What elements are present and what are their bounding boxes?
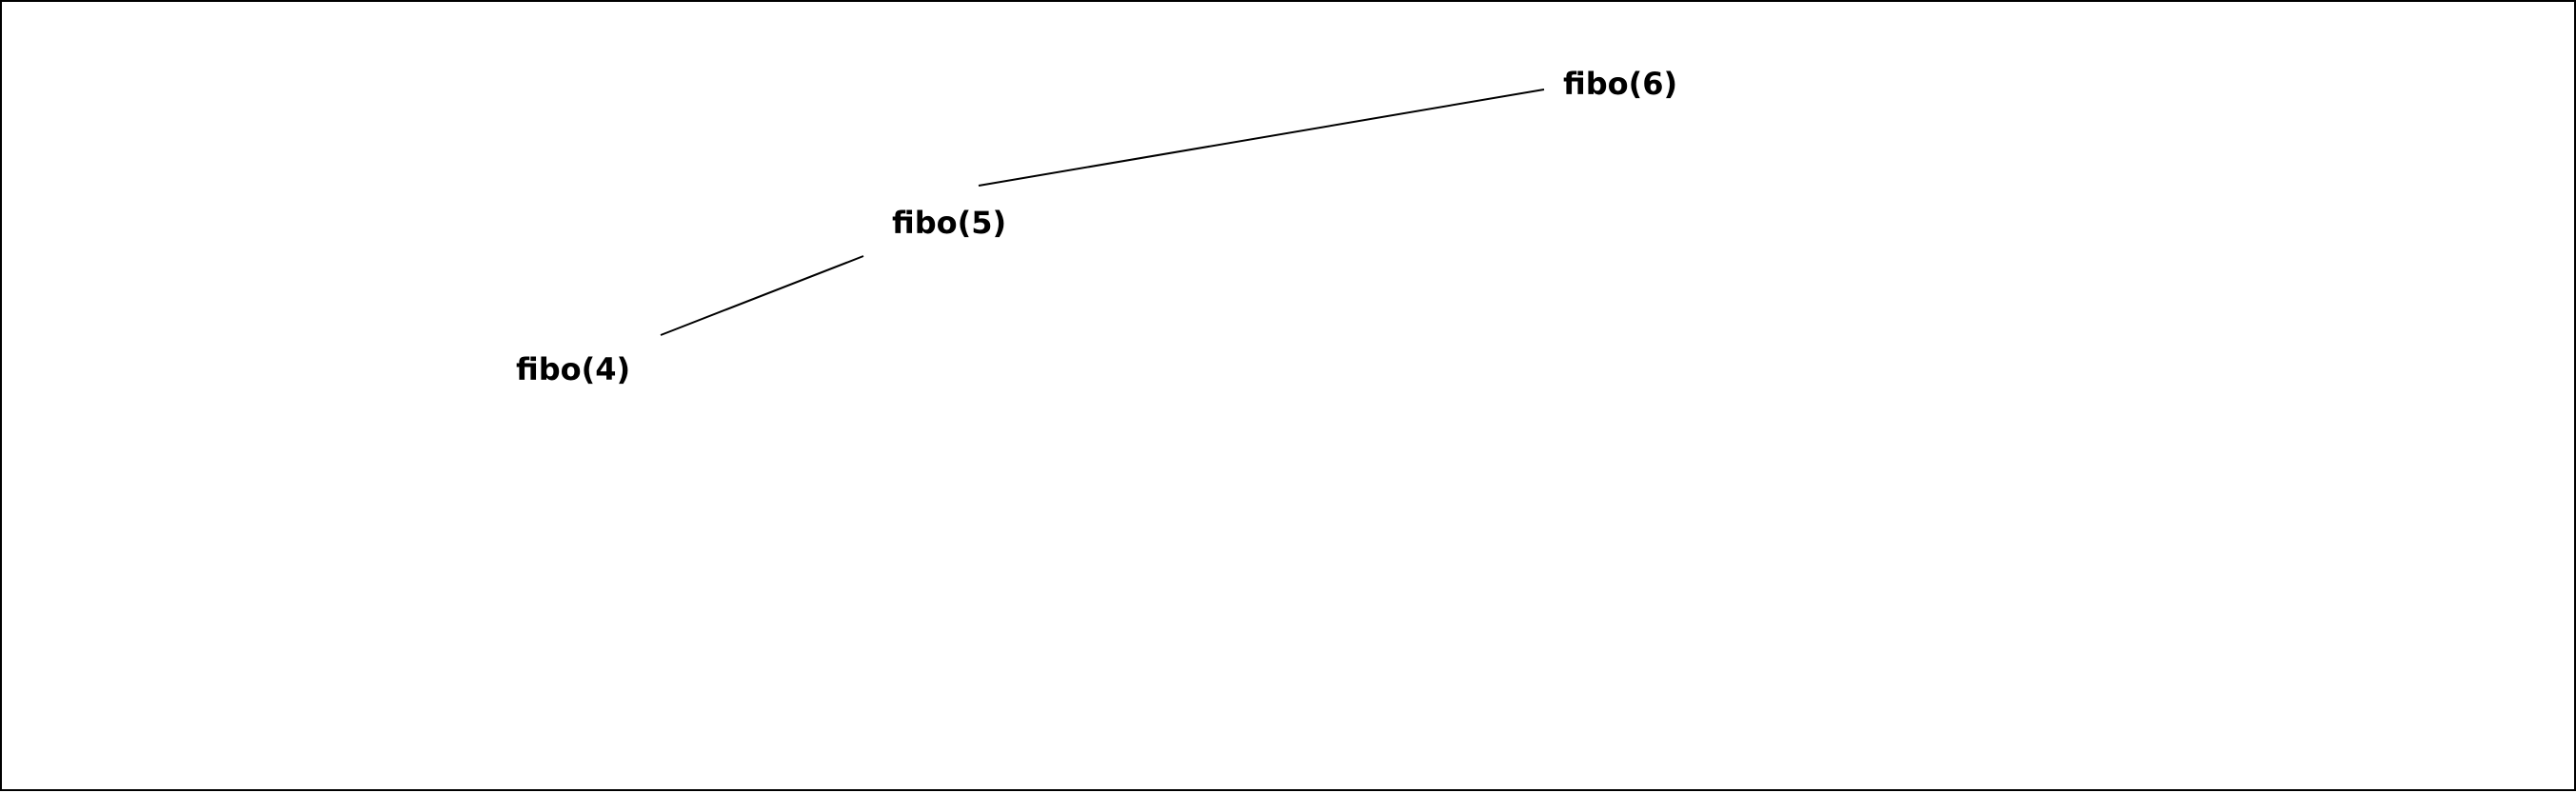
edge-fibo5-fibo4 bbox=[660, 255, 864, 336]
node-fibo-4: fibo(4) bbox=[516, 351, 631, 387]
node-fibo-6: fibo(6) bbox=[1563, 66, 1678, 102]
node-fibo-5: fibo(5) bbox=[892, 205, 1007, 241]
edge-fibo6-fibo5 bbox=[978, 89, 1545, 187]
